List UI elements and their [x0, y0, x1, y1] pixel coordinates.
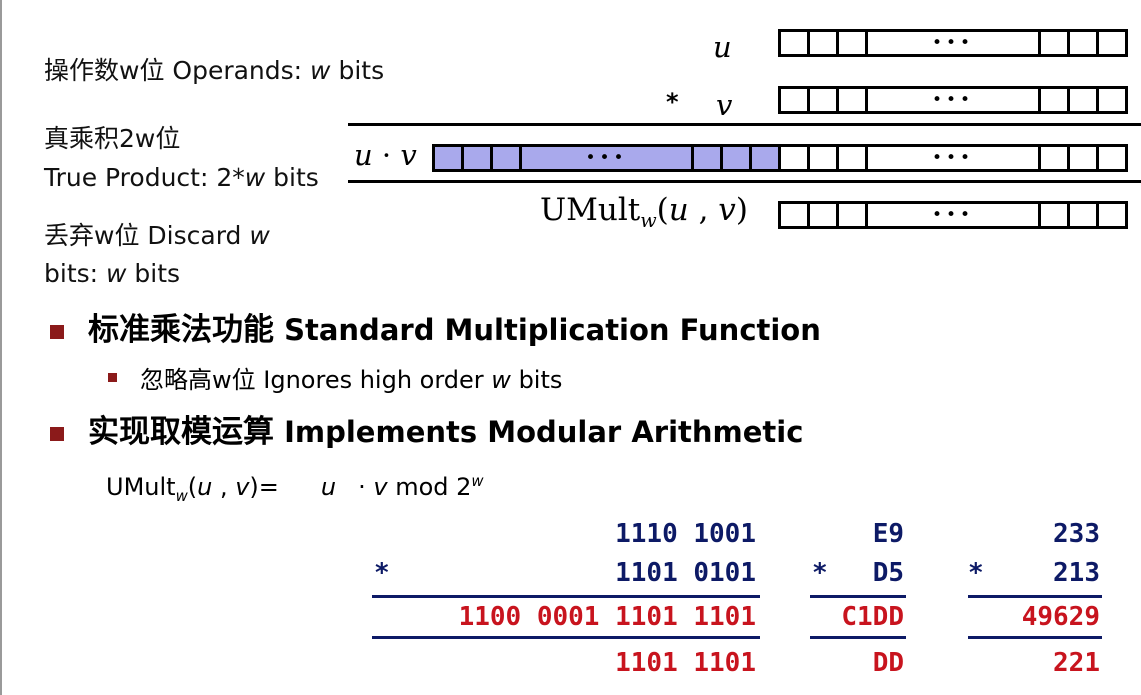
- bullet-marker-sub: [108, 373, 117, 382]
- formula-rhs-dot: ·: [358, 473, 374, 501]
- discard-label-line2-var: w: [106, 259, 127, 288]
- hex-rule-2: [810, 636, 906, 639]
- umult-name: UMult: [540, 192, 641, 228]
- operands-label-tail: bits: [330, 56, 385, 85]
- formula-u: u: [197, 473, 213, 501]
- formula-name: UMult: [106, 473, 176, 501]
- formula-exp: w: [471, 472, 484, 490]
- formula-v: v: [235, 473, 250, 501]
- bullet-2-zh: 实现取模运算: [88, 414, 274, 450]
- sub-bullet-var: w: [491, 366, 511, 394]
- decimal-times: *: [968, 558, 984, 588]
- v-symbol: v: [716, 88, 733, 122]
- lower-product-rule: [348, 180, 1141, 183]
- operands-label-en: Operands:: [172, 56, 311, 85]
- formula-close: )=: [249, 473, 279, 501]
- umult-sep: ,: [688, 192, 719, 228]
- hex-result: DD: [872, 648, 904, 678]
- formula-sub: w: [175, 486, 188, 505]
- binary-operand-a: 1110 1001: [615, 519, 756, 549]
- product-label-var: w: [244, 163, 266, 192]
- uv-label-dot: ·: [372, 138, 401, 172]
- discard-label-en: Discard: [147, 221, 250, 250]
- umult-label: UMultw(u , v): [540, 192, 748, 232]
- product-label-zh: 真乘积2w位: [44, 124, 181, 153]
- discard-label-var: w: [249, 221, 270, 250]
- bullet-2-en: Implements Modular Arithmetic: [274, 415, 804, 449]
- hex-operand-b: D5: [872, 558, 904, 588]
- times-symbol: *: [666, 88, 679, 116]
- bullet-ignores-high-bits: 忽略高w位 Ignores high order w bits: [140, 362, 562, 398]
- bullet-1-en: Standard Multiplication Function: [274, 313, 821, 347]
- operands-label-zh: 操作数w位: [44, 56, 165, 85]
- hex-rule-1: [810, 595, 906, 598]
- formula-mod: mod 2: [387, 473, 472, 501]
- product-high-word: [432, 144, 781, 172]
- v-word: [778, 86, 1128, 114]
- discard-label-pre: bits:: [44, 259, 107, 288]
- discard-label-zh: 丢弃w位: [44, 221, 140, 250]
- decimal-operand-b: 213: [1053, 558, 1100, 588]
- sub-bullet-tail: bits: [510, 366, 563, 394]
- formula-sep: ,: [212, 473, 236, 501]
- uv-label-v: v: [400, 138, 417, 172]
- umult-sub: w: [640, 209, 657, 233]
- binary-result: 1101 1101: [615, 648, 756, 678]
- sub-bullet-zh: 忽略高w位: [140, 366, 256, 394]
- binary-rule-2: [372, 636, 760, 639]
- uv-label-u: u: [354, 138, 373, 172]
- bullet-marker-1: [50, 325, 64, 339]
- operands-label-var: w: [310, 56, 331, 85]
- bullet-standard-multiplication: 标准乘法功能 Standard Multiplication Function: [88, 309, 821, 356]
- decimal-true-product: 49629: [1021, 602, 1100, 632]
- binary-true-product: 1100 0001 1101 1101: [458, 602, 756, 632]
- formula-rhs-u: u: [320, 473, 337, 501]
- slide-left-border: [0, 0, 2, 695]
- umult-u: u: [668, 192, 689, 228]
- decimal-rule-1: [968, 595, 1102, 598]
- hex-times: *: [812, 558, 828, 588]
- decimal-rule-2: [968, 636, 1102, 639]
- discard-label-tail: bits: [126, 259, 181, 288]
- binary-rule-1: [372, 595, 760, 598]
- upper-product-rule: [348, 123, 1141, 126]
- sub-bullet-en: Ignores high order: [255, 366, 492, 394]
- formula-open: (: [187, 473, 198, 501]
- u-symbol: u: [713, 30, 732, 64]
- umult-formula: UMultw(u , v)=u· v mod 2w: [106, 462, 484, 515]
- formula-rhs-v: v: [373, 473, 388, 501]
- umult-close: ): [735, 192, 748, 228]
- bullet-modular-arithmetic: 实现取模运算 Implements Modular Arithmetic: [88, 411, 803, 458]
- umult-v: v: [718, 192, 736, 228]
- umult-open: (: [656, 192, 669, 228]
- product-label-en: True Product: 2*w bits: [44, 159, 319, 197]
- decimal-operand-a: 233: [1053, 519, 1100, 549]
- binary-operand-b: 1101 0101: [615, 558, 756, 588]
- decimal-result: 221: [1053, 648, 1100, 678]
- product-low-word: [778, 144, 1128, 172]
- binary-times: *: [374, 558, 390, 588]
- discard-label-line1: 丢弃w位 Discard w: [44, 217, 270, 255]
- bullet-marker-2: [50, 427, 64, 441]
- product-label-tail: bits: [265, 163, 319, 192]
- product-label-en-text: True Product: 2*: [44, 163, 245, 192]
- discard-label-line2: bits: w bits: [44, 255, 180, 293]
- operands-label: 操作数w位 Operands: w bits: [44, 52, 384, 90]
- hex-operand-a: E9: [872, 519, 904, 549]
- u-word: [778, 29, 1128, 57]
- uv-label: u · v: [354, 138, 417, 172]
- bullet-1-zh: 标准乘法功能: [88, 312, 274, 348]
- umult-word: [778, 201, 1128, 229]
- hex-true-product: C1DD: [841, 602, 904, 632]
